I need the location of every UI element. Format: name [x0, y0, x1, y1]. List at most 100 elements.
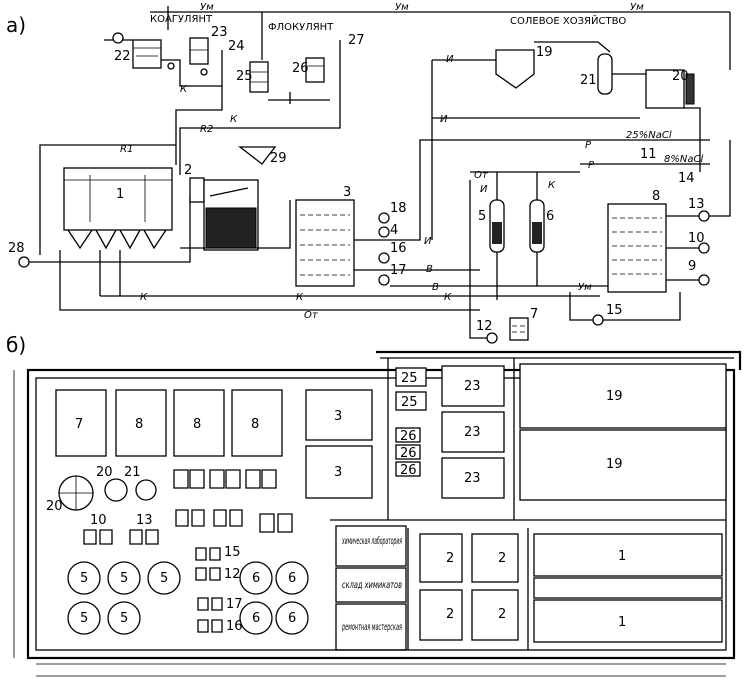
- room-workshop-label: ремонтная мастерская: [342, 622, 402, 633]
- label-9: 9: [688, 259, 696, 274]
- label-23: 23: [211, 25, 228, 40]
- plan-unit-2d: [471, 589, 519, 641]
- pipe-label-um-3: Ум: [630, 2, 644, 13]
- pipe-coag-to-mixer: [175, 86, 223, 165]
- plan-unit-1b: [533, 599, 723, 643]
- pipe-label-um-4: Ум: [578, 282, 592, 293]
- label-2: 2: [184, 163, 192, 178]
- section-koagulant: КОАГУЛЯНТ: [150, 14, 213, 25]
- label-13: 13: [688, 197, 705, 212]
- pipe-to-12: [469, 180, 487, 339]
- part-a-letter: а): [6, 13, 26, 37]
- plan-unit-8c: [231, 389, 283, 457]
- plan-label-26c: 26: [400, 463, 417, 478]
- building-outer-wall: [26, 368, 736, 660]
- label-5: 5: [478, 209, 486, 224]
- label-11: 11: [640, 147, 657, 162]
- plan-small-equipment: [173, 469, 277, 489]
- plan-unit-15: [195, 547, 221, 561]
- trap-7: [509, 317, 529, 341]
- clarifier-hoppers: [67, 229, 167, 250]
- plan-small-equipment: [175, 509, 293, 533]
- tank-3: [295, 199, 355, 287]
- pipe-label-r1: R1: [120, 144, 133, 155]
- filter-media: [205, 207, 257, 249]
- plan-unit-23a: [441, 365, 505, 407]
- plan-unit-2c: [419, 589, 463, 641]
- plan-unit-25a: [395, 367, 427, 387]
- plan-unit-7: [55, 389, 107, 457]
- pipe-to-tank3: [180, 200, 291, 249]
- plan-filter-5e: [107, 601, 141, 635]
- plan-filter-6b: [275, 561, 309, 595]
- filter-arrow: [209, 187, 249, 197]
- plan-unit-25b: [395, 391, 427, 411]
- pipe-label-k-4: К: [296, 292, 304, 303]
- plan-unit-26a: [395, 427, 421, 443]
- plan-filter-6d: [275, 601, 309, 635]
- label-15: 15: [606, 303, 623, 318]
- filter-5-media: [492, 222, 502, 244]
- pipe-i-main: [354, 139, 480, 241]
- plan-label-12: 12: [224, 567, 241, 582]
- plan-unit-19b: [519, 429, 727, 501]
- label-18: 18: [390, 201, 407, 216]
- plan-filter-5c: [147, 561, 181, 595]
- label-1: 1: [116, 187, 124, 202]
- label-19: 19: [536, 45, 553, 60]
- plan-label-21: 21: [124, 465, 141, 480]
- pump-28-icon: [18, 256, 30, 268]
- pipe-salt: [534, 41, 611, 53]
- pipe-label-v-2: В: [432, 282, 439, 293]
- plan-label-20b: 20: [96, 465, 113, 480]
- plan-unit-3a: [305, 389, 373, 441]
- plan-unit-26b: [395, 444, 421, 460]
- pipe-label-ot-2: От: [474, 170, 489, 181]
- plan-label-3b: 3: [334, 465, 342, 480]
- filter-6-media: [532, 222, 542, 244]
- label-24: 24: [228, 39, 245, 54]
- plan-label-16: 16: [226, 619, 243, 634]
- plan-filter-6c: [239, 601, 273, 635]
- plan-label-15: 15: [224, 545, 241, 560]
- plan-label-19b: 19: [606, 457, 623, 472]
- label-26: 26: [292, 61, 309, 76]
- pipe-to-15: [569, 292, 681, 321]
- plan-filter-6a: [239, 561, 273, 595]
- pump-13-icon: [698, 210, 710, 222]
- pump-icon: [200, 68, 208, 76]
- salt-tank-gauge: [685, 73, 695, 105]
- plan-unit-17: [197, 597, 223, 611]
- label-12: 12: [476, 319, 493, 334]
- process-flow-scheme: а) Ум Ум Ум КОАГУЛЯНТ ФЛОКУЛЯНТ СОЛЕВОЕ …: [6, 2, 731, 344]
- plan-unit-23c: [441, 457, 505, 499]
- plan-label-5b: 5: [120, 571, 128, 586]
- plan-unit-1-gallery: [533, 577, 723, 599]
- pipe-label-i-2: И: [446, 54, 454, 65]
- tank-water: [300, 214, 350, 276]
- room-lab: [335, 525, 407, 567]
- section-flokulant: ФЛОКУЛЯНТ: [268, 22, 334, 33]
- pipe-label-i-1: И: [424, 236, 432, 247]
- plan-label-19a: 19: [606, 389, 623, 404]
- plan-label-6c: 6: [252, 611, 260, 626]
- pipe-label-nacl8: 8%NaCl: [664, 154, 703, 165]
- plan-label-3a: 3: [334, 409, 342, 424]
- plan-unit-13: [129, 529, 159, 545]
- label-29: 29: [270, 151, 287, 166]
- plan-unit-21: [135, 479, 157, 501]
- pump-icon: [167, 62, 175, 70]
- plan-label-17: 17: [226, 597, 243, 612]
- plan-unit-23b: [441, 411, 505, 453]
- pump-18-icon: [378, 212, 390, 224]
- plan-label-25b: 25: [401, 395, 418, 410]
- coagulant-tank-23: [189, 37, 209, 65]
- room-store-label: склад химикатов: [342, 580, 402, 591]
- pipe-label-r-1: Р: [585, 140, 592, 151]
- plan-label-2d: 2: [498, 607, 506, 622]
- plan-unit-8b: [173, 389, 225, 457]
- plan-label-26b: 26: [400, 446, 417, 461]
- circle-cross: [59, 476, 93, 510]
- plan-label-7: 7: [75, 417, 83, 432]
- pipe-label-k-2: К: [230, 114, 238, 125]
